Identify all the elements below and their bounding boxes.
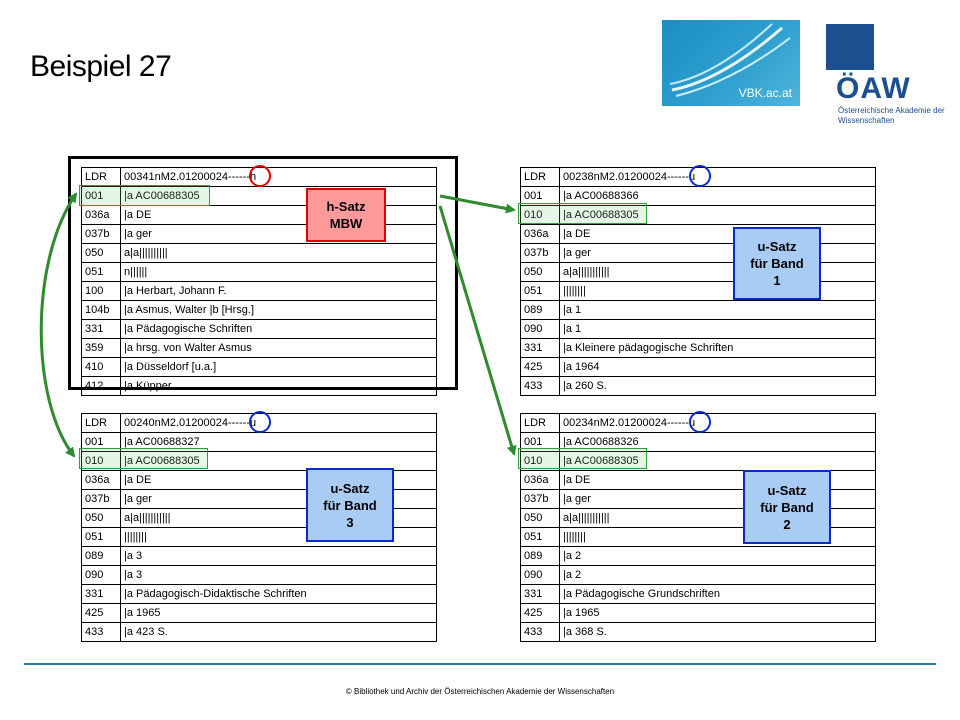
field-value: |a AC00688327 (120, 432, 437, 452)
field-tag: 089 (520, 546, 560, 566)
highlight-010-u2 (518, 448, 647, 469)
field-tag: 050 (81, 243, 121, 263)
field-value: |a Kleinere pädagogische Schriften (559, 338, 876, 358)
record-row: 433|a 368 S. (520, 622, 876, 642)
vbk-logo-text: VBK.ac.at (738, 86, 792, 100)
field-value: |a AC00688305 (559, 205, 876, 225)
u-type-marker-2 (689, 411, 711, 433)
callout-h-satz: h-Satz MBW (306, 188, 386, 242)
arrow-to-band-1 (439, 194, 516, 214)
slide-title: Beispiel 27 (30, 50, 172, 83)
field-tag: 010 (520, 205, 560, 225)
record-row: 100|a Herbart, Johann F. (81, 281, 437, 301)
field-tag: LDR (520, 413, 560, 433)
record-row: 104b|a Asmus, Walter |b [Hrsg.] (81, 300, 437, 320)
field-tag: 412 (81, 376, 121, 396)
field-tag: 001 (520, 432, 560, 452)
field-value: |a 423 S. (120, 622, 437, 642)
field-tag: 089 (81, 546, 121, 566)
field-tag: 425 (81, 603, 121, 623)
field-tag: 036a (81, 470, 121, 490)
field-tag: 433 (520, 376, 560, 396)
arrow-to-band-3 (39, 192, 78, 458)
field-tag: 050 (520, 508, 560, 528)
field-tag: 410 (81, 357, 121, 377)
field-tag: 331 (81, 319, 121, 339)
record-row: 001|a AC00688327 (81, 432, 437, 452)
callout-u-satz-band-2: u-Satz für Band 2 (743, 470, 831, 544)
field-value: 00238nM2.01200024------u (559, 167, 876, 187)
highlight-001-h (79, 185, 210, 206)
record-row: 425|a 1964 (520, 357, 876, 377)
field-value: |a 368 S. (559, 622, 876, 642)
record-row: 090|a 2 (520, 565, 876, 585)
field-tag: 001 (81, 432, 121, 452)
u-type-marker-1 (689, 165, 711, 187)
u-type-marker-3 (249, 411, 271, 433)
field-value: 00234nM2.01200024------u (559, 413, 876, 433)
field-value: 00240nM2.01200024------u (120, 413, 437, 433)
footer-rule (24, 663, 936, 665)
record-row: 010|a AC00688305 (520, 205, 876, 225)
footer-copyright: © Bibliothek und Archiv der Österreichis… (345, 687, 615, 696)
record-row: 433|a 260 S. (520, 376, 876, 396)
field-tag: 425 (520, 603, 560, 623)
field-tag: 100 (81, 281, 121, 301)
academy-building-icon (826, 24, 874, 70)
field-tag: 433 (520, 622, 560, 642)
record-row: 331|a Pädagogisch-Didaktische Schriften (81, 584, 437, 604)
field-value: |a 1 (559, 319, 876, 339)
oaw-logo-subtitle: Österreichische Akademie der Wissenschaf… (838, 106, 945, 125)
field-value: |a 2 (559, 565, 876, 585)
vbk-swoosh-icon (669, 23, 791, 97)
record-row: 010|a AC00688305 (520, 451, 876, 471)
record-row: 331|a Kleinere pädagogische Schriften (520, 338, 876, 358)
field-tag: 010 (520, 451, 560, 471)
record-row: 331|a Pädagogische Schriften (81, 319, 437, 339)
oaw-logo-word: ÖAW (836, 72, 911, 105)
vbk-logo: VBK.ac.at (662, 20, 800, 106)
record-row: 090|a 1 (520, 319, 876, 339)
field-tag: 036a (520, 224, 560, 244)
field-value: |a AC00688366 (559, 186, 876, 206)
field-tag: LDR (81, 167, 121, 187)
field-tag: 090 (520, 565, 560, 585)
record-row: 433|a 423 S. (81, 622, 437, 642)
record-row: 412|a Küpper (81, 376, 437, 396)
field-value: a|a|||||||||| (120, 243, 437, 263)
callout-u-satz-band-3: u-Satz für Band 3 (306, 468, 394, 542)
field-tag: 051 (520, 527, 560, 547)
arrow-to-band-2 (438, 205, 517, 456)
field-value: |a Küpper (120, 376, 437, 396)
field-value: |a 260 S. (559, 376, 876, 396)
field-value: |a Herbart, Johann F. (120, 281, 437, 301)
field-value: |a Asmus, Walter |b [Hrsg.] (120, 300, 437, 320)
oaw-logo: ÖAW Österreichische Akademie der Wissens… (822, 22, 945, 126)
highlight-010-u1 (518, 203, 647, 224)
h-type-marker (249, 165, 271, 187)
record-row: 089|a 2 (520, 546, 876, 566)
callout-u-satz-band-1: u-Satz für Band 1 (733, 227, 821, 300)
field-value: |a Pädagogisch-Didaktische Schriften (120, 584, 437, 604)
highlight-010-u3 (79, 448, 208, 469)
